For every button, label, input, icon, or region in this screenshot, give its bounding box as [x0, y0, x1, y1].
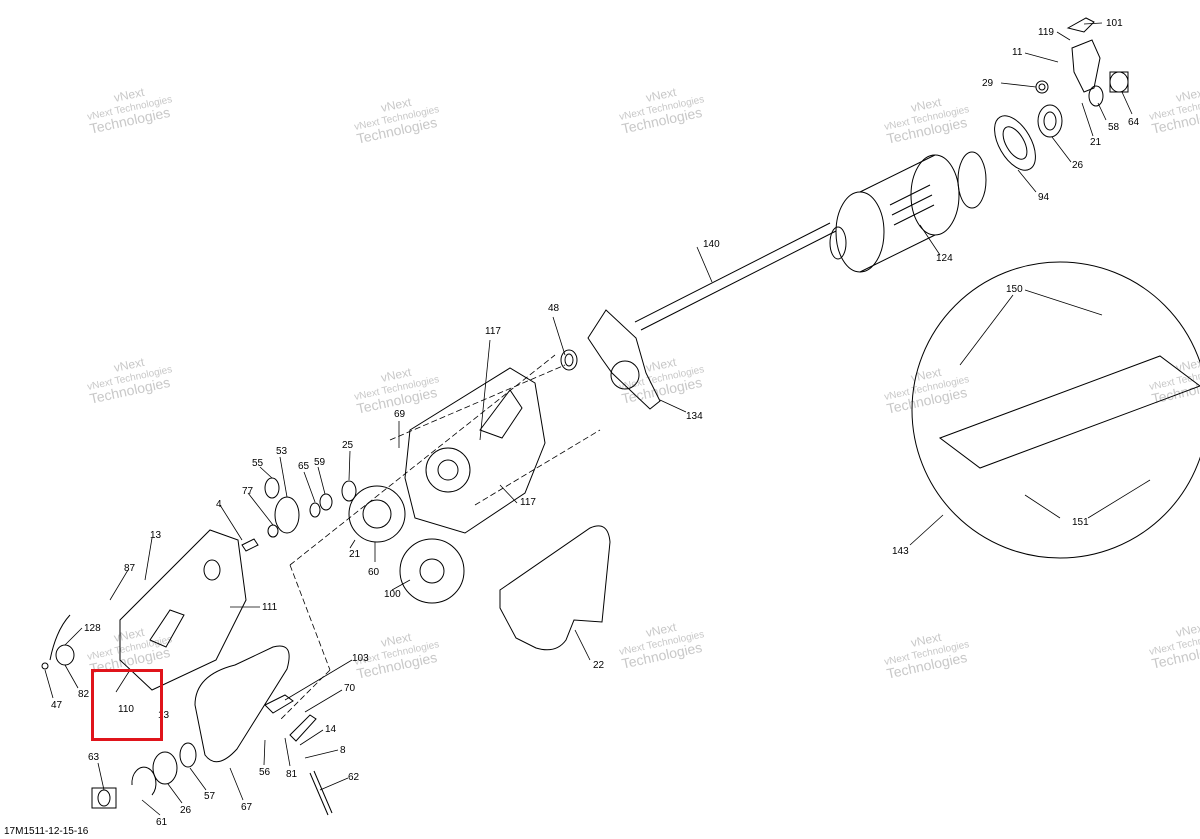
- ring-94: [994, 115, 1036, 171]
- callout-119: 119: [1038, 27, 1054, 38]
- callout-26: 26: [180, 805, 192, 816]
- callout-110: 110: [118, 704, 134, 715]
- callout-101: 101: [1106, 18, 1123, 29]
- track-detail-143: [911, 261, 1200, 559]
- callout-13: 13: [150, 530, 162, 541]
- callout-94: 94: [1038, 192, 1050, 203]
- callout-48: 48: [548, 303, 560, 314]
- callout-61: 61: [156, 817, 168, 828]
- callout-64: 64: [1128, 117, 1140, 128]
- callout-69: 69: [394, 409, 406, 420]
- gear-60: [348, 485, 406, 543]
- svg-text:vNext: vNext: [1175, 355, 1200, 375]
- callout-56: 56: [259, 767, 271, 778]
- callout-4: 4: [216, 499, 222, 510]
- callout-140: 140: [703, 239, 720, 250]
- gasket-22: [499, 525, 611, 651]
- svg-text:vNext: vNext: [113, 85, 147, 105]
- callout-128: 128: [84, 623, 101, 634]
- bearing-26-top: [1037, 104, 1063, 138]
- svg-text:vNext: vNext: [910, 630, 944, 650]
- callout-124: 124: [936, 253, 953, 264]
- callout-58: 58: [1108, 122, 1120, 133]
- callout-100: 100: [384, 589, 401, 600]
- callout-81: 81: [286, 769, 298, 780]
- callout-47: 47: [51, 700, 63, 711]
- gear-100: [399, 538, 465, 604]
- callout-103: 103: [352, 653, 369, 664]
- svg-text:vNext: vNext: [645, 355, 679, 375]
- callout-21: 21: [349, 549, 361, 560]
- callout-117: 117: [485, 326, 501, 337]
- callout-77: 77: [242, 486, 254, 497]
- callout-117: 117: [520, 497, 536, 508]
- svg-text:vNext: vNext: [910, 95, 944, 115]
- callout-70: 70: [344, 683, 356, 694]
- callout-111: 111: [262, 602, 278, 613]
- svg-text:vNext: vNext: [113, 625, 147, 645]
- callout-134: 134: [686, 411, 703, 422]
- callout-62: 62: [348, 772, 360, 783]
- shaft-140: [634, 222, 831, 323]
- assembly-dashed-lines: [279, 354, 601, 721]
- svg-text:vNext: vNext: [1175, 620, 1200, 640]
- callout-87: 87: [124, 563, 136, 574]
- selected-part-highlight[interactable]: [91, 669, 163, 741]
- sprocket-drum-124: [829, 151, 987, 273]
- callout-25: 25: [342, 440, 354, 451]
- callout-60: 60: [368, 567, 380, 578]
- callout-8: 8: [340, 745, 346, 756]
- callout-53: 53: [276, 446, 288, 457]
- callout-57: 57: [204, 791, 216, 802]
- callout-143: 143: [892, 546, 909, 557]
- svg-text:vNext: vNext: [1175, 85, 1200, 105]
- svg-text:vNext: vNext: [380, 95, 414, 115]
- svg-text:vNext: vNext: [113, 355, 147, 375]
- belt-67: [194, 645, 290, 763]
- callout-22: 22: [593, 660, 605, 671]
- callout-82: 82: [78, 689, 90, 700]
- leader-lines: [44, 22, 1151, 816]
- callout-29: 29: [982, 78, 994, 89]
- callout-150: 150: [1006, 284, 1023, 295]
- callout-21: 21: [1090, 137, 1102, 148]
- cover-111: [119, 529, 247, 691]
- chaincase-117: [404, 367, 546, 534]
- callout-14: 14: [325, 724, 337, 735]
- callout-67: 67: [241, 802, 253, 813]
- callout-63: 63: [88, 752, 100, 763]
- callout-55: 55: [252, 458, 264, 469]
- callout-13: 13: [158, 710, 170, 721]
- callout-65: 65: [298, 461, 310, 472]
- svg-text:vNext: vNext: [380, 365, 414, 385]
- callout-11: 11: [1012, 47, 1023, 58]
- callout-59: 59: [314, 457, 326, 468]
- shaft-140-edge: [640, 230, 837, 331]
- svg-text:vNext: vNext: [645, 620, 679, 640]
- svg-text:vNext: vNext: [645, 85, 679, 105]
- drawing-code: 17M1511-12-15-16: [4, 826, 89, 837]
- callout-26: 26: [1072, 160, 1084, 171]
- parts-line-art: [41, 17, 1200, 816]
- svg-text:vNext: vNext: [380, 630, 414, 650]
- callout-151: 151: [1072, 517, 1089, 528]
